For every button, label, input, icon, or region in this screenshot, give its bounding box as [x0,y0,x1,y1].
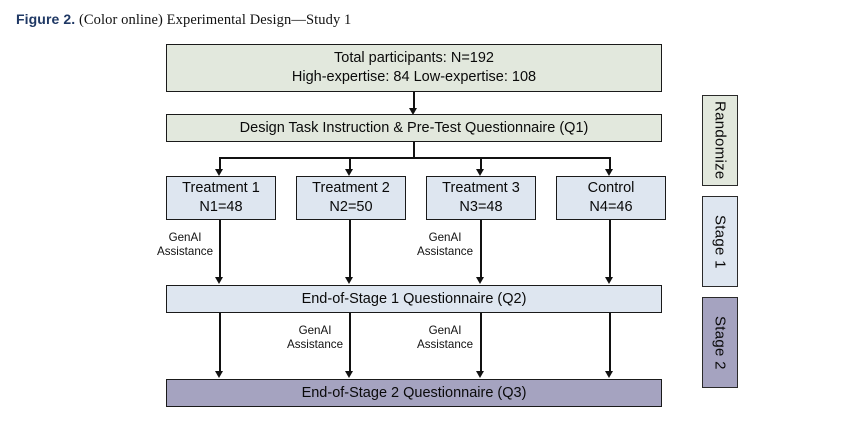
participants-box: Total participants: N=192 High-expertise… [166,44,662,92]
stage2-genai-line1-2: GenAI [428,324,462,337]
stage2-arrowhead-4 [605,371,614,378]
branch-bus [219,157,610,159]
stage1-arrowhead-4 [605,277,614,284]
stage2-arrow-line-3 [480,313,482,373]
group-box-control: Control N4=46 [556,176,666,220]
stage2-label: End-of-Stage 2 Questionnaire (Q3) [301,384,527,401]
arrowhead-group-1 [215,169,224,176]
stage1-genai-annotation-1: GenAI Assistance [155,231,215,259]
group-n-1: N1=48 [199,199,243,215]
branch-stem [413,142,415,158]
side-label-stage-1: Stage 1 [702,196,738,287]
group-name-2: Treatment 2 [312,180,390,197]
group-box-treatment-3: Treatment 3 N3=48 [426,176,536,220]
group-n-4: N4=46 [589,199,633,215]
stage1-arrow-line-3 [480,220,482,279]
group-name-3: Treatment 3 [442,180,520,197]
participants-breakdown: High-expertise: 84 Low-expertise: 108 [291,69,537,85]
stage2-arrowhead-2 [345,371,354,378]
figure-caption: Figure 2. (Color online) Experimental De… [16,11,351,29]
stage1-genai-line1-1: GenAI [168,231,202,244]
stage1-arrowhead-1 [215,277,224,284]
branch-drop-2 [349,157,351,171]
stage2-genai-line2-2: Assistance [416,338,474,352]
group-n-3: N3=48 [459,199,503,215]
stage2-genai-line2-1: Assistance [286,338,344,352]
stage2-arrowhead-1 [215,371,224,378]
stage1-arrow-line-2 [349,220,351,279]
arrowhead-group-3 [476,169,485,176]
side-label-randomize: Randomize [702,95,738,186]
arrowhead-group-2 [345,169,354,176]
stage1-genai-line1-2: GenAI [428,231,462,244]
stage2-genai-line1-1: GenAI [298,324,332,337]
group-name-1: Treatment 1 [182,180,260,197]
pretest-questionnaire-box: Design Task Instruction & Pre-Test Quest… [166,114,662,142]
arrowhead-group-4 [605,169,614,176]
stage2-arrow-line-1 [219,313,221,373]
stage2-genai-annotation-1: GenAI Assistance [285,324,345,352]
stage1-label: End-of-Stage 1 Questionnaire (Q2) [301,290,527,307]
group-box-treatment-1: Treatment 1 N1=48 [166,176,276,220]
stage2-arrowhead-3 [476,371,485,378]
stage1-arrowhead-2 [345,277,354,284]
branch-drop-4 [609,157,611,171]
side-label-stage-2-text: Stage 2 [711,315,729,370]
group-n-2: N2=50 [329,199,373,215]
group-box-treatment-2: Treatment 2 N2=50 [296,176,406,220]
stage2-arrow-line-4 [609,313,611,373]
branch-drop-3 [480,157,482,171]
stage2-arrow-line-2 [349,313,351,373]
stage1-arrowhead-3 [476,277,485,284]
stage1-genai-line2-1: Assistance [156,245,214,259]
connector-participants-to-pretest [413,92,415,110]
stage1-genai-annotation-2: GenAI Assistance [415,231,475,259]
stage2-genai-annotation-2: GenAI Assistance [415,324,475,352]
arrowhead-pretest [409,108,418,115]
figure-caption-text: (Color online) Experimental Design—Study… [78,12,352,28]
stage1-arrow-line-4 [609,220,611,279]
side-label-stage-2: Stage 2 [702,297,738,388]
pretest-label: Design Task Instruction & Pre-Test Quest… [239,119,589,136]
participants-total: Total participants: N=192 [334,50,494,67]
side-label-randomize-text: Randomize [711,101,729,180]
stage2-questionnaire-box: End-of-Stage 2 Questionnaire (Q3) [166,379,662,407]
stage1-genai-line2-2: Assistance [416,245,474,259]
figure-number: Figure 2. [16,11,76,27]
group-name-4: Control [587,180,635,197]
stage1-questionnaire-box: End-of-Stage 1 Questionnaire (Q2) [166,285,662,313]
side-label-stage-1-text: Stage 1 [711,214,729,269]
stage1-arrow-line-1 [219,220,221,279]
branch-drop-1 [219,157,221,171]
